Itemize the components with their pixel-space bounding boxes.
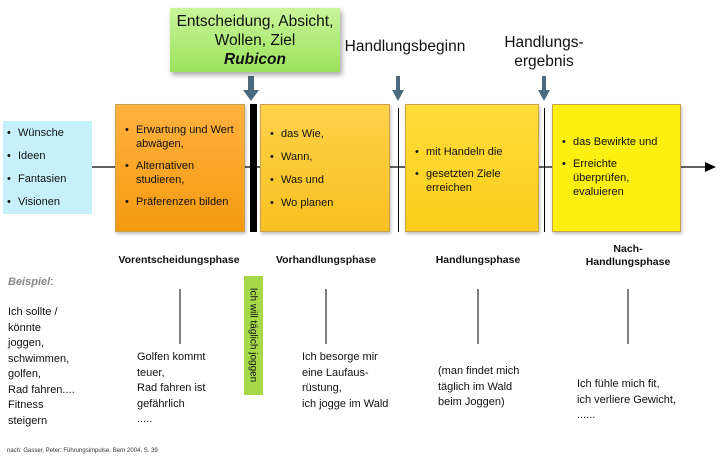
example-line: golfen, — [8, 368, 42, 380]
example-line: Ich sollte / — [8, 306, 58, 318]
example-predecision-text: Golfen kommt teuer, Rad fahren ist gefäh… — [137, 350, 237, 428]
example-postaction-text: Ich fühle mich fit, ich verliere Gewicht… — [577, 377, 707, 424]
example-label-text: Beispiel — [8, 276, 51, 288]
phase-item: gesetzten Ziele erreichen — [415, 167, 532, 195]
decision-box — [244, 276, 263, 395]
phase-name-predecision: Vorentscheidungsphase — [118, 254, 240, 266]
phase-item: Alternativen studieren, — [125, 159, 238, 187]
phase-box-preaction: das Wie, Wann, Was und Wo planen — [260, 104, 390, 232]
phase-item: Erreichte überprüfen, evaluieren — [562, 157, 674, 199]
decision-text: Ich will täglich joggen — [247, 287, 259, 383]
phase-item: mit Handeln die — [415, 145, 532, 159]
rubicon-title: Rubicon — [224, 51, 286, 68]
example-line: schwimmen, — [8, 352, 70, 365]
phase-name-postaction-line-2: Handlungsphase — [585, 256, 671, 268]
example-label-colon: : — [50, 276, 54, 288]
handlungsbeginn-label: Handlungsbeginn — [344, 38, 466, 55]
handlungsbeginn-arrow — [392, 76, 404, 101]
wishes-box: Wünsche Ideen Fantasien Visionen — [3, 121, 92, 214]
example-line: ich jogge im Wald — [302, 397, 389, 410]
phase-box-action: mit Handeln die gesetzten Ziele erreiche… — [405, 104, 539, 232]
wish-item: Ideen — [7, 149, 92, 163]
rubicon-line-1: Entscheidung, Absicht, — [176, 13, 334, 30]
phase-item: Was und — [270, 173, 383, 187]
example-line: Golfen kommt — [137, 351, 206, 363]
example-wishes-text: Ich sollte / könnte joggen, schwimmen, g… — [8, 305, 103, 429]
handlungsergebnis-line-2: ergebnis — [514, 53, 574, 70]
rubicon-arrow — [243, 76, 259, 101]
example-line: (man findet mich — [438, 365, 520, 377]
example-line: könnte — [8, 321, 42, 334]
example-line: Ich besorge mir — [302, 351, 378, 363]
example-line: beim Joggen) — [438, 396, 505, 408]
phase-item: das Bewirkte und — [562, 135, 674, 149]
example-action-text: (man findet mich täglich im Wald beim Jo… — [438, 364, 548, 411]
handlungsergebnis-label: Handlungs- ergebnis — [498, 33, 590, 71]
example-line: täglich im Wald — [438, 380, 513, 393]
example-label: Beispiel: — [8, 276, 53, 288]
phase-box-predecision: Erwartung und Wert abwägen, Alternativen… — [115, 104, 245, 232]
example-line: ..... — [137, 413, 153, 425]
example-line: gefährlich — [137, 397, 185, 410]
timeline-arrowhead — [705, 162, 716, 172]
example-line: Rad fahren ist — [137, 382, 206, 394]
action-result-divider — [544, 108, 545, 232]
phase-box-postaction: das Bewirkte und Erreichte überprüfen, e… — [552, 104, 681, 232]
action-begin-divider — [398, 108, 399, 232]
example-line: Ich fühle mich fit, — [577, 378, 660, 390]
phase-name-postaction: Nach- Handlungsphase — [560, 243, 696, 269]
wish-item: Visionen — [7, 195, 92, 209]
phase-item: Wann, — [270, 150, 383, 164]
phase-name-postaction-line-1: Nach- — [613, 243, 643, 255]
wish-item: Wünsche — [7, 126, 92, 140]
example-line: ich verliere Gewicht, — [577, 393, 677, 406]
rubicon-line-2: Wollen, Ziel — [214, 32, 296, 49]
handlungsergebnis-line-1: Handlungs- — [504, 34, 584, 51]
example-line: ...... — [577, 409, 596, 421]
example-line: steigern — [8, 414, 48, 427]
example-line: eine Laufaus- — [302, 366, 369, 379]
phase-item: Erwartung und Wert abwägen, — [125, 123, 238, 151]
example-line: joggen, — [8, 337, 45, 349]
phase-item: das Wie, — [270, 127, 383, 141]
handlungsergebnis-arrow — [538, 76, 550, 101]
example-line: rüstung, — [302, 382, 342, 394]
phase-name-action: Handlungsphase — [435, 254, 521, 266]
example-line: Rad fahren.... — [8, 383, 75, 396]
rubicon-divider — [250, 104, 257, 232]
phase-item: Wo planen — [270, 196, 383, 210]
rubicon-box: Entscheidung, Absicht, Wollen, Ziel Rubi… — [170, 8, 340, 72]
example-line: teuer, — [137, 366, 165, 379]
phase-item: Präferenzen bilden — [125, 195, 238, 209]
example-preaction-text: Ich besorge mir eine Laufaus- rüstung, i… — [302, 350, 412, 412]
phase-name-preaction: Vorhandlungsphase — [275, 254, 377, 266]
example-line: Fitness — [8, 399, 44, 411]
source-footnote: nach: Gasser, Peter: Führungsimpulse. Be… — [7, 448, 158, 454]
wish-item: Fantasien — [7, 172, 92, 186]
